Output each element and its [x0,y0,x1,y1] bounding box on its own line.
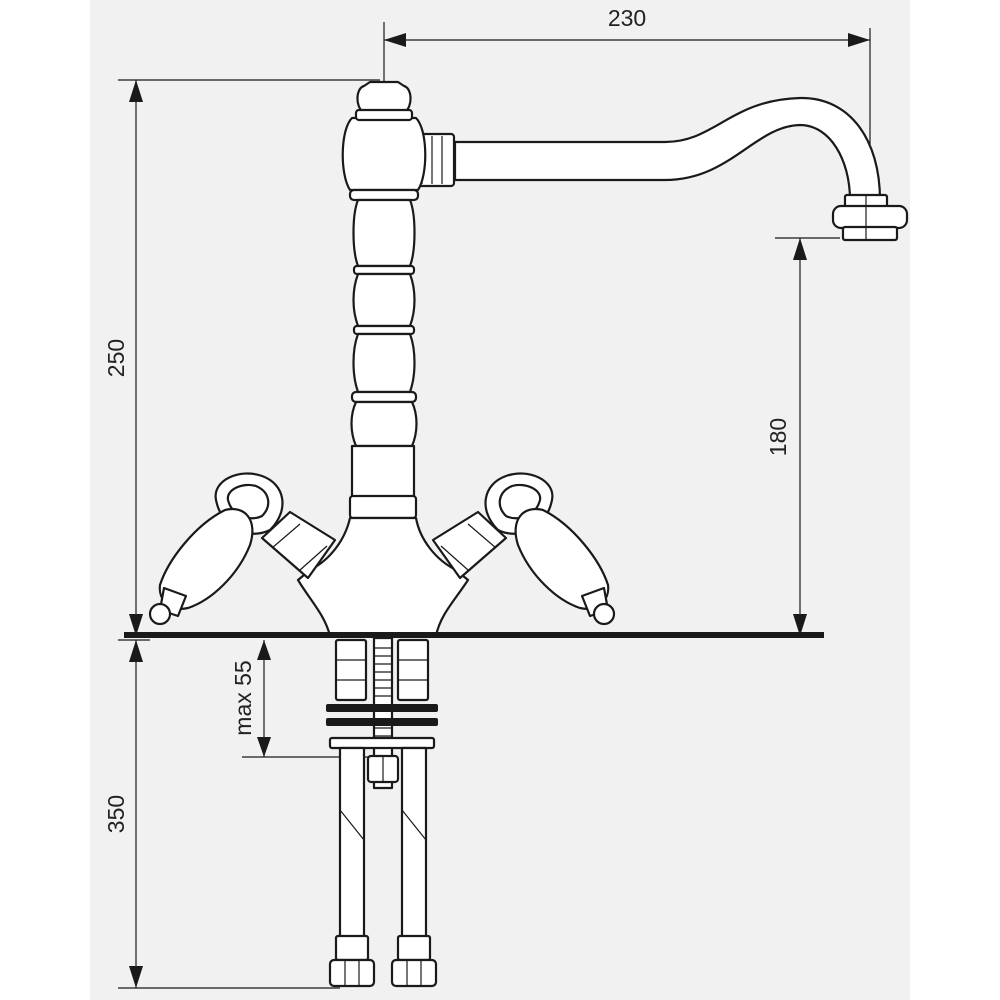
dimension-label-180: 180 [765,418,791,456]
dimension-label-250: 250 [103,339,129,377]
mounting-hardware [326,636,438,790]
dimension-350: 350 [103,639,340,989]
dimension-180: 180 [765,237,840,636]
left-handle[interactable] [148,472,337,626]
right-handle[interactable] [431,472,616,626]
countertop-line [124,632,824,638]
dimension-250: 250 [103,79,380,636]
dimension-max-55: max 55 [230,640,372,758]
dimension-label-230: 230 [608,5,646,31]
faucet-spout [410,96,909,242]
dimension-label-350: 350 [103,795,129,833]
dimension-label-max-55: max 55 [230,660,256,735]
flexible-hoses [328,746,438,988]
faucet-body [296,80,470,638]
